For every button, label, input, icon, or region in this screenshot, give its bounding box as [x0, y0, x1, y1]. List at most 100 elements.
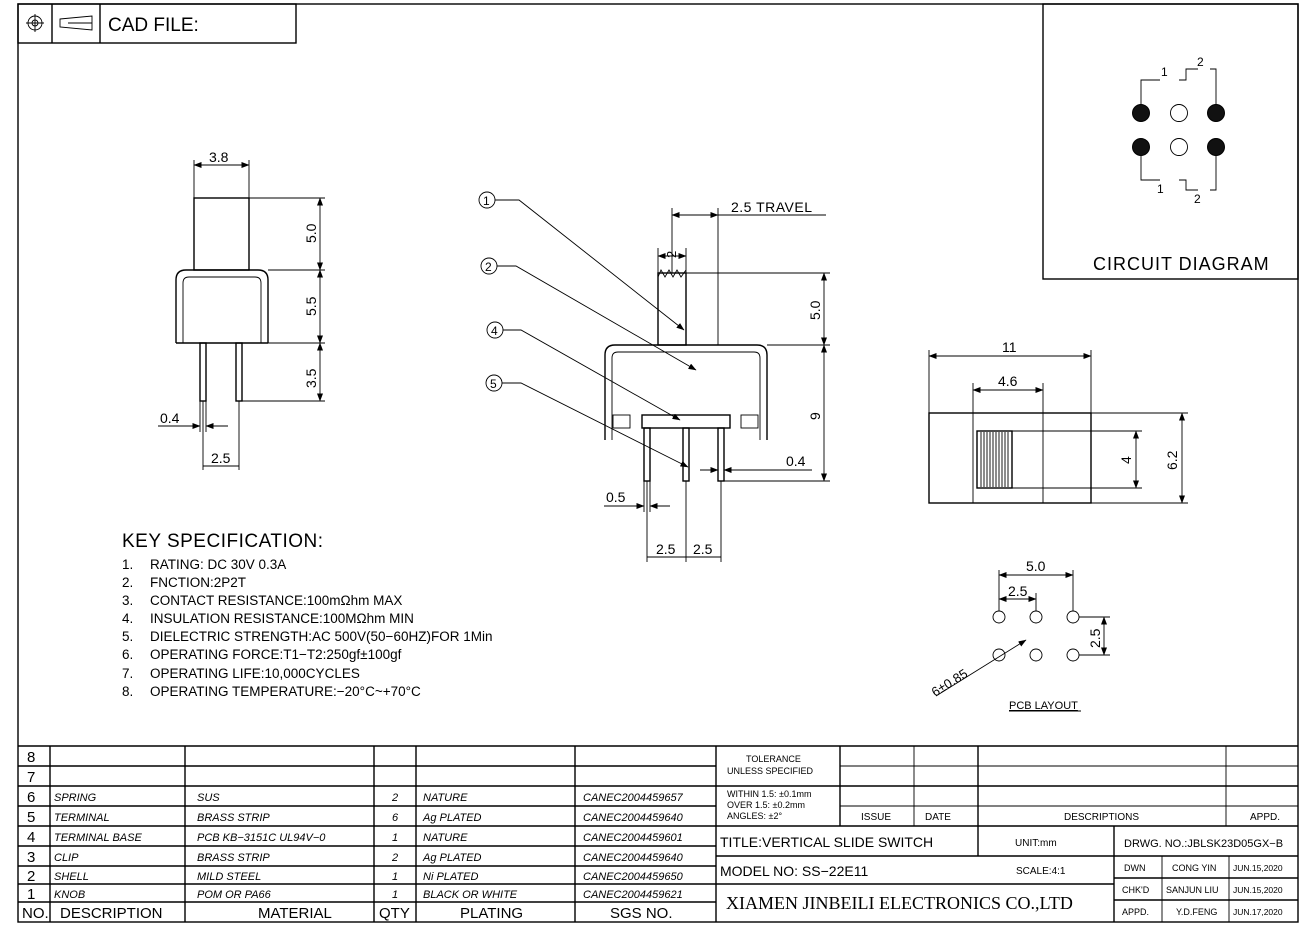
descriptions-header: DESCRIPTIONS	[1064, 812, 1139, 823]
svg-text:1: 1	[392, 889, 398, 901]
spec-item: 4.INSULATION RESISTANCE:100MΩhm MIN	[122, 611, 414, 627]
tolerance-angles: ANGLES: ±2°	[727, 811, 782, 821]
bom-row: 1 KNOB POM OR PA66 1 BLACK OR WHITE CANE…	[27, 886, 683, 903]
drawing-number: DRWG. NO.:JBLSK23D05GX−B	[1124, 838, 1283, 850]
signoff-row: CHK'D SANJUN LIU JUN.15,2020	[1122, 885, 1283, 895]
svg-text:NATURE: NATURE	[423, 832, 468, 844]
tolerance-within: WITHIN 1.5: ±0.1mm	[727, 789, 811, 799]
svg-text:PCB KB−3151C UL94V−0: PCB KB−3151C UL94V−0	[197, 832, 326, 844]
svg-text:SPRING: SPRING	[54, 792, 97, 804]
circuit-label-bottom-2: 2	[1194, 192, 1201, 206]
bom-row: 2 SHELL MILD STEEL 1 Ni PLATED CANEC2004…	[27, 868, 684, 885]
pcb-layout-title: PCB LAYOUT	[1009, 700, 1078, 712]
svg-text:NATURE: NATURE	[423, 792, 468, 804]
svg-text:JUN.15,2020: JUN.15,2020	[1233, 863, 1283, 873]
top-length-dim: 11	[1002, 339, 1017, 355]
svg-text:6: 6	[27, 789, 35, 806]
svg-text:2: 2	[27, 868, 35, 885]
signoff-row: APPD. Y.D.FENG JUN.17,2020	[1122, 907, 1283, 917]
tolerance-subtitle: UNLESS SPECIFIED	[727, 766, 814, 776]
model-number: MODEL NO: SS−22E11	[720, 863, 868, 879]
pcb-layout: 5.0 2.5 2.5 6±0.85 PCB LAYOUT	[929, 558, 1110, 712]
svg-text:BRASS STRIP: BRASS STRIP	[197, 852, 270, 864]
top-slot-dim: 4.6	[998, 373, 1018, 389]
svg-text:4: 4	[27, 829, 35, 846]
spec-item: 8.OPERATING TEMPERATURE:−20°C~+70°C	[122, 683, 421, 699]
tolerance-over: OVER 1.5: ±0.2mm	[727, 800, 805, 810]
circuit-label-top-2: 2	[1197, 55, 1204, 69]
spec-item: 1.RATING: DC 30V 0.3A	[122, 557, 287, 572]
svg-text:PLATING: PLATING	[460, 905, 523, 922]
svg-text:2: 2	[485, 260, 492, 274]
svg-text:CANEC2004459640: CANEC2004459640	[583, 852, 684, 864]
pcb-span-dim: 5.0	[1026, 558, 1046, 574]
front-pitch-1: 2.5	[656, 541, 676, 557]
circuit-label-top-1: 1	[1161, 65, 1168, 79]
svg-text:SUS: SUS	[197, 792, 220, 804]
pcb-pitch-dim: 2.5	[1008, 583, 1028, 599]
date-header: DATE	[925, 812, 951, 823]
travel-dim: 2.5 TRAVEL	[731, 199, 813, 215]
tolerance-title: TOLERANCE	[746, 754, 801, 764]
svg-text:2: 2	[391, 852, 398, 864]
pcb-hole-dim: 6±0.85	[929, 666, 971, 700]
svg-text:CANEC2004459650: CANEC2004459650	[583, 871, 684, 883]
circuit-diagram: 1 2 1 2 CIRCUIT DIAGRAM	[1042, 3, 1299, 280]
svg-text:3: 3	[27, 849, 35, 866]
callout-2: 2	[480, 257, 697, 371]
spec-item: 7.OPERATING LIFE:10,000CYCLES	[122, 665, 360, 681]
cad-file-label: CAD FILE:	[108, 15, 199, 36]
svg-text:KNOB: KNOB	[54, 889, 85, 901]
front-view: 2.5 TRAVEL 2 5.0 9 0.4 0.5 2.5 2.5	[478, 191, 830, 562]
svg-text:QTY: QTY	[379, 905, 410, 922]
scale-label: SCALE:4:1	[1016, 866, 1066, 877]
actuator-width-dim: 2	[664, 251, 679, 258]
svg-text:MILD STEEL: MILD STEEL	[197, 871, 261, 883]
svg-text:BRASS STRIP: BRASS STRIP	[197, 812, 270, 824]
svg-text:APPD.: APPD.	[1122, 907, 1149, 917]
bom-header-row: NO. DESCRIPTION MATERIAL QTY PLATING SGS…	[22, 905, 673, 922]
circuit-diagram-title: CIRCUIT DIAGRAM	[1093, 254, 1270, 274]
svg-text:BLACK OR WHITE: BLACK OR WHITE	[423, 889, 518, 901]
bom-row: 5 TERMINAL BRASS STRIP 6 Ag PLATED CANEC…	[27, 809, 684, 826]
svg-text:2: 2	[391, 792, 398, 804]
side-width-dim: 3.8	[209, 149, 229, 165]
bom-no-8: 8	[27, 749, 35, 766]
svg-text:MATERIAL: MATERIAL	[258, 905, 332, 922]
svg-text:TERMINAL BASE: TERMINAL BASE	[54, 832, 142, 844]
top-width-dim: 6.2	[1164, 450, 1180, 470]
pcb-row-pitch-dim: 2.5	[1087, 628, 1103, 648]
unit-label: UNIT:mm	[1015, 838, 1057, 849]
side-height-1: 5.0	[303, 223, 319, 243]
svg-text:SGS NO.: SGS NO.	[610, 905, 673, 922]
spec-item: 6.OPERATING FORCE:T1−T2:250gf±100gf	[122, 647, 402, 663]
front-pin-width-left: 0.5	[606, 489, 626, 505]
svg-text:4: 4	[491, 324, 498, 338]
svg-text:6: 6	[392, 812, 399, 824]
spec-title: KEY SPECIFICATION:	[122, 531, 324, 552]
bom-row: 6 SPRING SUS 2 NATURE CANEC2004459657	[27, 789, 684, 806]
svg-text:JUN.17,2020: JUN.17,2020	[1233, 907, 1283, 917]
actuator-height-dim: 5.0	[807, 300, 823, 320]
svg-text:1: 1	[483, 194, 490, 208]
svg-text:DWN: DWN	[1124, 863, 1146, 873]
bom-table: 8 7 6 SPRING SUS 2 NATURE CANEC200445965…	[18, 745, 717, 922]
bom-row: 4 TERMINAL BASE PCB KB−3151C UL94V−0 1 N…	[27, 829, 683, 846]
drawing-title: TITLE:VERTICAL SLIDE SWITCH	[720, 834, 933, 850]
svg-text:SHELL: SHELL	[54, 871, 89, 883]
svg-text:TERMINAL: TERMINAL	[54, 812, 110, 824]
front-pitch-2: 2.5	[693, 541, 713, 557]
svg-text:CANEC2004459640: CANEC2004459640	[583, 812, 684, 824]
body-height-dim: 9	[807, 412, 823, 420]
sheet-border	[17, 3, 1299, 923]
bom-row: 3 CLIP BRASS STRIP 2 Ag PLATED CANEC2004…	[27, 849, 684, 866]
svg-text:CONG YIN: CONG YIN	[1172, 863, 1216, 873]
svg-text:Y.D.FENG: Y.D.FENG	[1176, 907, 1217, 917]
svg-text:DESCRIPTION: DESCRIPTION	[60, 905, 163, 922]
svg-text:CANEC2004459601: CANEC2004459601	[583, 832, 683, 844]
svg-text:NO.: NO.	[22, 905, 49, 922]
svg-text:CLIP: CLIP	[54, 852, 79, 864]
bom-no-7: 7	[27, 769, 35, 786]
signoff-row: DWN CONG YIN JUN.15,2020	[1124, 863, 1283, 873]
